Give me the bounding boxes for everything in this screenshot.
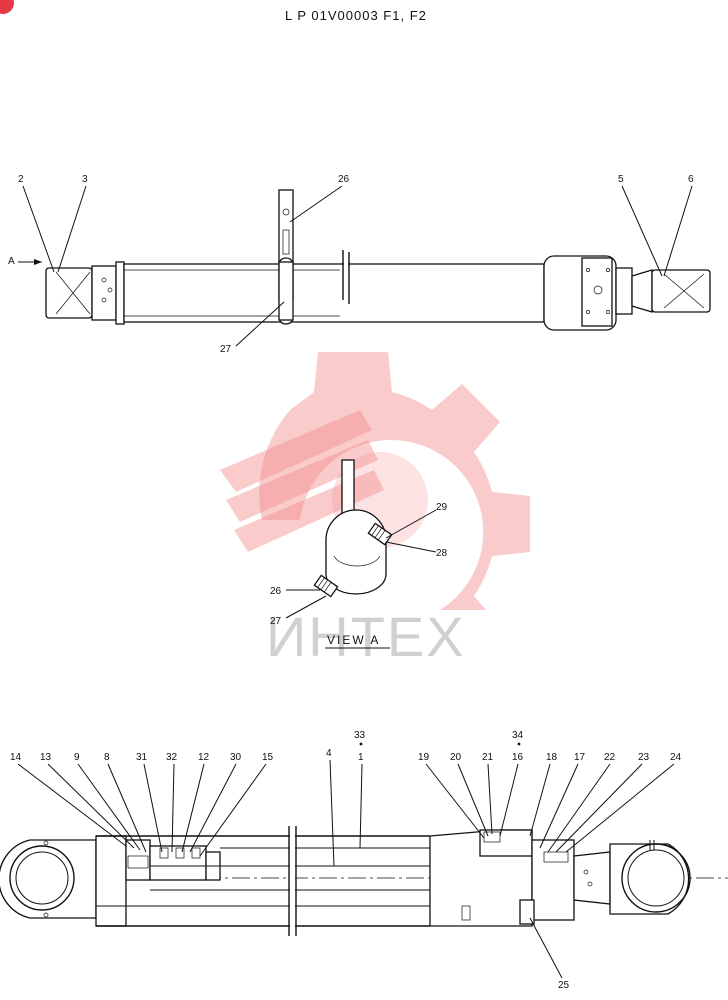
callout-27b: 27 [270,616,282,627]
callout-30: 30 [230,752,242,763]
callout-34: 34 [512,730,524,741]
corner-badge [0,0,14,14]
watermark-logo [220,352,530,610]
watermark-text: ИНТЕХ [266,605,466,668]
callout-23: 23 [638,752,650,763]
top-cylinder-assembly [45,189,711,331]
callout-31: 31 [136,752,148,763]
callout-9: 9 [74,752,80,763]
callout-29: 29 [436,502,448,513]
view-a-detail [313,459,393,598]
callout-28: 28 [436,548,448,559]
callout-27: 27 [220,344,232,355]
callout-18: 18 [546,752,558,763]
callout-16: 16 [512,752,524,763]
callout-1: 1 [358,752,364,763]
callout-32: 32 [166,752,178,763]
view-a-label: VIEW A [327,633,380,647]
callout-5: 5 [618,174,624,185]
callout-13: 13 [40,752,52,763]
view-arrow: A [8,256,42,267]
callout-8: 8 [104,752,110,763]
callout-2: 2 [18,174,24,185]
callout-17: 17 [574,752,586,763]
callout-20: 20 [450,752,462,763]
callout-25: 25 [558,980,570,991]
callout-14: 14 [10,752,22,763]
callout-15: 15 [262,752,274,763]
svg-text:A: A [8,256,15,267]
callout-12: 12 [198,752,210,763]
callout-24: 24 [670,752,682,763]
callout-4: 4 [326,748,332,759]
callout-21: 21 [482,752,494,763]
callout-26b: 26 [270,586,282,597]
callout-33: 33 [354,730,366,741]
callout-22: 22 [604,752,616,763]
callout-6: 6 [688,174,694,185]
callout-3: 3 [82,174,88,185]
page-title: L P 01V00003 F1, F2 [285,8,427,23]
callout-26: 26 [338,174,350,185]
bottom-cylinder-section [0,826,728,936]
callout-19: 19 [418,752,430,763]
